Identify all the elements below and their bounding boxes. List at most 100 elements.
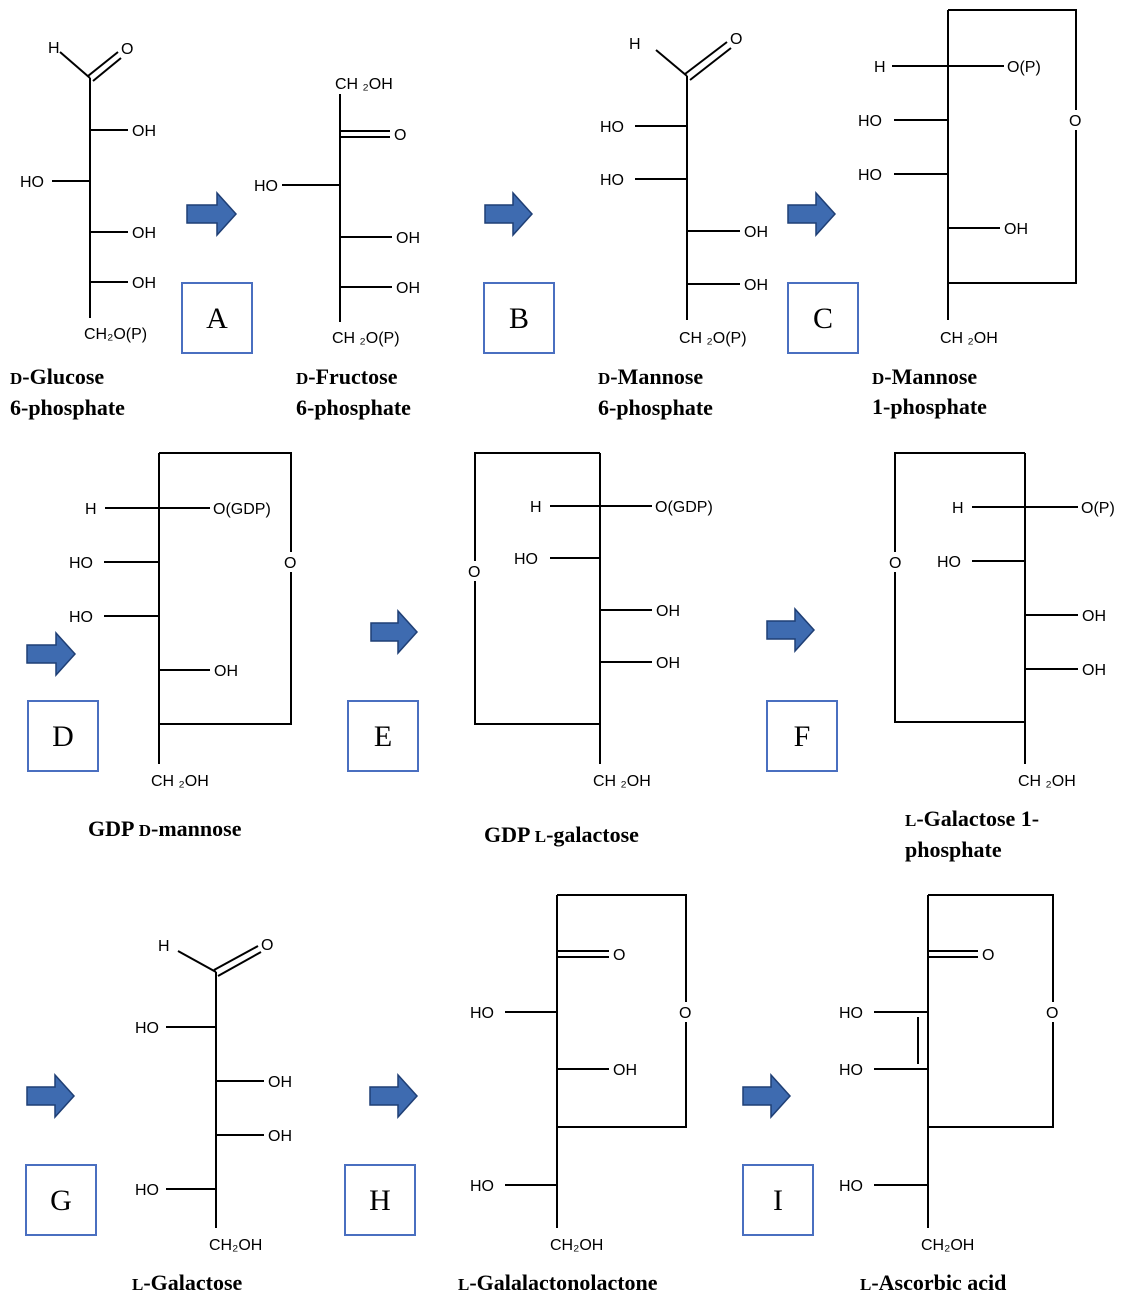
caption-gdp-mannose: GDP D-mannose (88, 816, 242, 841)
atom-label: OH (744, 277, 768, 294)
caption-galactose: L-Galactose (132, 1270, 243, 1295)
atom-label: OH (214, 663, 238, 680)
atom-label: HO (600, 119, 624, 136)
reaction-arrow-icon (26, 1073, 76, 1119)
caption-glucose-6-phosphate-line2: 6-phosphate (10, 395, 125, 420)
atom-label: OH (744, 224, 768, 241)
ring-oxygen-label: O (284, 555, 296, 572)
atom-label: HO (839, 1005, 863, 1022)
step-label-e: E (374, 720, 392, 753)
atom-label: H (530, 499, 542, 516)
caption-galactose-1-phosphate-line2: phosphate (905, 837, 1002, 862)
step-label-i: I (773, 1184, 783, 1217)
atom-label: O(P) (1081, 500, 1115, 517)
caption-galactose-1-phosphate: L-Galactose 1- (905, 806, 1039, 831)
atom-label: OH (1082, 662, 1106, 679)
caption-fructose-6-phosphate: D-Fructose (296, 364, 398, 389)
atom-label: H (629, 36, 641, 53)
atom-label: CH ₂O(P) (679, 330, 747, 347)
reaction-arrow-icon (766, 607, 816, 653)
atom-label: O(P) (1007, 59, 1041, 76)
caption-glucose-6-phosphate: D-Glucose (10, 364, 104, 389)
atom-label: OH (656, 603, 680, 620)
reaction-arrow-icon (787, 191, 837, 237)
gdp-mannose-structure: H O(GDP) HO HO OH O CH ₂OH (69, 452, 301, 790)
atom-label: HO (135, 1182, 159, 1199)
atom-label: O (613, 947, 625, 964)
galactose-structure: H O HO OH OH HO CH₂OH (135, 937, 292, 1254)
step-box-b (483, 282, 555, 354)
atom-label: OH (613, 1062, 637, 1079)
atom-label: HO (135, 1020, 159, 1037)
ring-oxygen-label: O (1046, 1005, 1058, 1022)
reaction-arrow-icon (369, 1073, 419, 1119)
step-box-g (25, 1164, 97, 1236)
atom-label: O (394, 127, 406, 144)
mannose-1-phosphate-structure: H O(P) HO HO OH O CH ₂OH (858, 9, 1086, 347)
atom-label: O (121, 41, 133, 58)
reaction-arrow-icon (484, 191, 534, 237)
atom-label: HO (69, 555, 93, 572)
galactonolactone-structure: O HO OH HO O CH₂OH (470, 894, 696, 1254)
atom-label: OH (1004, 221, 1028, 238)
reaction-arrow-icon (742, 1073, 792, 1119)
atom-label: O(GDP) (655, 499, 713, 516)
atom-label: CH ₂OH (593, 773, 651, 790)
atom-label: HO (69, 609, 93, 626)
step-label-d: D (52, 720, 74, 753)
ring-oxygen-label: O (679, 1005, 691, 1022)
atom-label: HO (839, 1178, 863, 1195)
atom-label: CH₂OH (921, 1237, 974, 1254)
caption-gdp-galactose: GDP L-galactose (484, 822, 639, 847)
caption-mannose-6-phosphate-line2: 6-phosphate (598, 395, 713, 420)
atom-label: CH ₂OH (940, 330, 998, 347)
mannose-6-phosphate-structure: H O HO HO OH OH CH ₂O(P) (600, 31, 768, 347)
caption-galactonolactone: L-Galalactonolactone (458, 1270, 658, 1295)
atom-label: CH ₂O(P) (332, 330, 400, 347)
glucose-6-phosphate-structure: H O OH HO OH OH CH₂O(P) (20, 40, 156, 343)
step-box-h (344, 1164, 416, 1236)
atom-label: OH (132, 225, 156, 242)
atom-label: CH ₂OH (151, 773, 209, 790)
atom-label: CH₂OH (209, 1237, 262, 1254)
atom-label: CH₂OH (550, 1237, 603, 1254)
gdp-galactose-structure: H O(GDP) HO OH OH O CH ₂OH (465, 452, 713, 790)
caption-fructose-6-phosphate-line2: 6-phosphate (296, 395, 411, 420)
caption-ascorbic-acid: L-Ascorbic acid (860, 1270, 1006, 1295)
atom-label: HO (839, 1062, 863, 1079)
fructose-6-phosphate-structure: CH ₂OH O HO OH OH CH ₂O(P) (254, 76, 420, 347)
atom-label: H (952, 500, 964, 517)
caption-mannose-1-phosphate-line2: 1-phosphate (872, 394, 987, 419)
step-label-h: H (369, 1184, 391, 1217)
atom-label: HO (600, 172, 624, 189)
atom-label: HO (20, 174, 44, 191)
atom-label: OH (656, 655, 680, 672)
atom-label: O (261, 937, 273, 954)
atom-label: OH (396, 280, 420, 297)
atom-label: CH ₂OH (1018, 773, 1076, 790)
step-label-g: G (50, 1184, 72, 1217)
step-label-f: F (794, 720, 811, 753)
atom-label: H (874, 59, 886, 76)
atom-label: H (48, 40, 60, 57)
atom-label: HO (858, 113, 882, 130)
atom-label: HO (254, 178, 278, 195)
atom-label: CH₂O(P) (84, 326, 147, 343)
step-box-a (181, 282, 253, 354)
atom-label: O (730, 31, 742, 48)
atom-label: CH ₂OH (335, 76, 393, 93)
step-box-i (742, 1164, 814, 1236)
step-box-d (27, 700, 99, 772)
ring-oxygen-label: O (1069, 113, 1081, 130)
step-label-b: B (509, 302, 529, 335)
atom-label: OH (132, 275, 156, 292)
ascorbic-acid-structure: O HO HO HO O CH₂OH (839, 894, 1063, 1254)
atom-label: HO (858, 167, 882, 184)
atom-label: OH (396, 230, 420, 247)
atom-label: HO (937, 554, 961, 571)
atom-label: OH (268, 1074, 292, 1091)
reaction-arrow-icon (370, 609, 419, 655)
caption-mannose-1-phosphate: D-Mannose (872, 364, 977, 389)
atom-label: H (158, 938, 170, 955)
step-label-a: A (206, 302, 228, 335)
